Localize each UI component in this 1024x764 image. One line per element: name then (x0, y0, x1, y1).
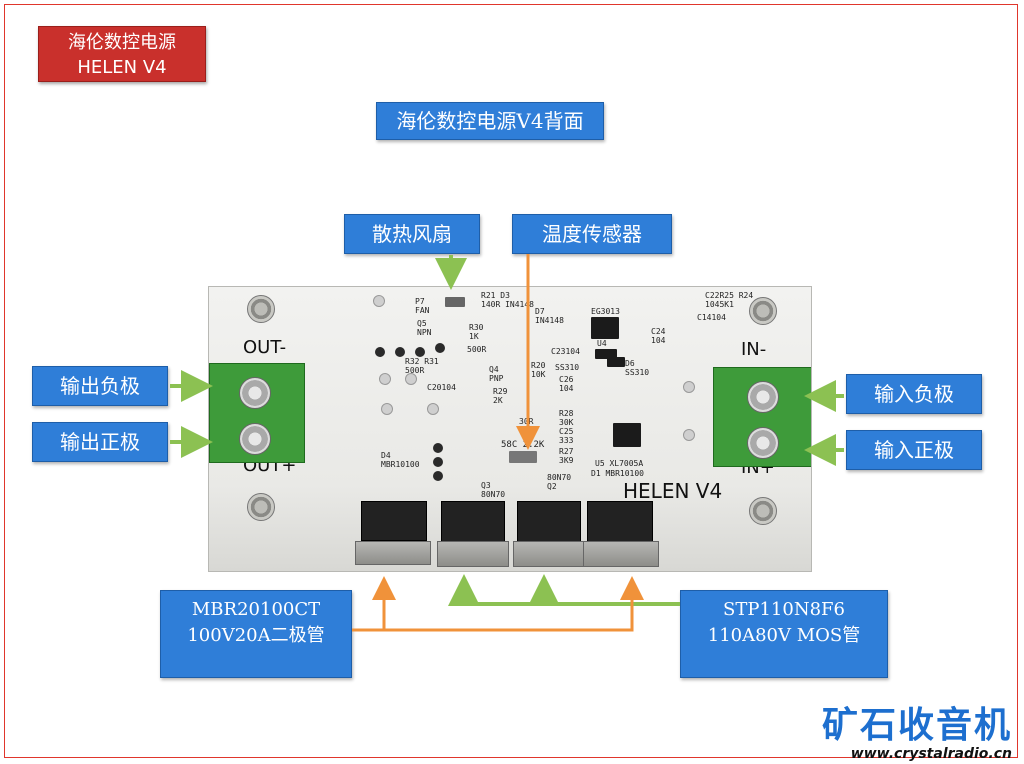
mosfet-part-number: STP110N8F6 (723, 599, 845, 620)
silk-q5: Q5 NPN (417, 319, 432, 337)
pad (683, 381, 695, 393)
subtitle-box: 海伦数控电源V4背面 (376, 102, 604, 140)
ss310-diode (595, 349, 617, 359)
mounting-hole-bottom-right (749, 497, 777, 525)
silk-r58: 58C 2.2K (501, 440, 545, 450)
crystalradio-logo: 矿石收音机 www.crystalradio.cn (821, 705, 1012, 763)
pad (427, 403, 439, 415)
mounting-hole-top-left (247, 295, 275, 323)
sensor-connector (509, 451, 537, 463)
logo-text: 矿石收音机 (821, 705, 1012, 746)
diode-part-number: MBR20100CT (191, 599, 321, 620)
mosfet-q2-tab (513, 541, 585, 567)
silk-r500: 500R (467, 345, 487, 354)
silk-fan: P7 FAN (415, 297, 430, 315)
pad (683, 429, 695, 441)
mosfet-q3-package (441, 501, 505, 545)
mounting-hole-top-right (749, 297, 777, 325)
via (375, 347, 385, 357)
mosfet-spec: 110A80V MOS管 (707, 625, 861, 646)
silk-r30: R30 1K (469, 323, 484, 341)
pad (379, 373, 391, 385)
out-negative-silk: OUT- (243, 337, 287, 358)
output-positive-callout: 输出正极 (32, 422, 168, 462)
silk-r29: R29 2K (493, 387, 508, 405)
xl7005a-chip (613, 423, 641, 447)
output-negative-callout: 输出负极 (32, 366, 168, 406)
via (435, 343, 445, 353)
silk-r20: R20 10K (531, 361, 546, 379)
silk-r32: R32 R31 500R (405, 357, 439, 375)
silk-c26: C26 104 (559, 375, 574, 393)
via (433, 471, 443, 481)
gate-driver-chip (591, 317, 619, 339)
mounting-hole-bottom-left (247, 493, 275, 521)
silk-u4: U4 (597, 339, 607, 348)
output-positive-screw (239, 423, 271, 455)
silk-d1: D1 MBR10100 (591, 469, 644, 478)
silk-q3: Q3 80N70 (481, 481, 506, 499)
output-negative-screw (239, 377, 271, 409)
input-positive-screw (747, 427, 779, 459)
diode-spec: 100V20A二极管 (187, 625, 325, 646)
silk-c24: C24 104 (651, 327, 666, 345)
silk-r21: R21 D3 140R IN4148 (481, 291, 534, 309)
title-badge: 海伦数控电源 HELEN V4 (38, 26, 206, 82)
via (433, 443, 443, 453)
title-line-2: HELEN V4 (77, 57, 167, 78)
silk-c22: C22R25 R24 1045K1 (705, 291, 754, 309)
silk-d4: D4 MBR10100 (381, 451, 420, 469)
mosfet-q3-tab (437, 541, 509, 567)
mosfet-callout: STP110N8F6 110A80V MOS管 (680, 590, 888, 678)
slide-frame (4, 4, 1018, 758)
silk-d7: D7 IN4148 (535, 307, 564, 325)
silk-u5: U5 XL7005A (595, 459, 644, 468)
via (433, 457, 443, 467)
silk-d6: D6 SS310 (625, 359, 650, 377)
input-positive-callout: 输入正极 (846, 430, 982, 470)
title-line-1: 海伦数控电源 (68, 32, 176, 53)
silk-r28: R28 30K C25 333 (559, 409, 574, 445)
via (395, 347, 405, 357)
diode-callout: MBR20100CT 100V20A二极管 (160, 590, 352, 678)
input-negative-callout: 输入负极 (846, 374, 982, 414)
mosfet-q1-tab (583, 541, 659, 567)
brand-silk: HELEN V4 (623, 479, 723, 503)
silk-ss310: SS310 (555, 363, 580, 372)
pad (405, 373, 417, 385)
diode-d4-package (361, 501, 427, 541)
input-negative-screw (747, 381, 779, 413)
silk-r23: 30R R23 (519, 417, 534, 435)
fan-connector (445, 297, 465, 307)
silk-eg3013: EG3013 (591, 307, 620, 316)
pad (381, 403, 393, 415)
in-negative-silk: IN- (741, 339, 767, 360)
mosfet-q2-package (517, 501, 581, 545)
silk-c23104: C23104 (551, 347, 580, 356)
ss310-diode-2 (607, 357, 625, 367)
pad (373, 295, 385, 307)
temp-sensor-callout: 温度传感器 (512, 214, 672, 254)
silk-q4: Q4 PNP (489, 365, 504, 383)
logo-url: www.crystalradio.cn (850, 746, 1012, 762)
silk-c14104: C14104 (697, 313, 726, 322)
fan-callout: 散热风扇 (344, 214, 480, 254)
pcb-photo: OUT- OUT+ IN- IN+ HELEN V4 P7 FAN R21 D3… (208, 286, 812, 572)
via (415, 347, 425, 357)
silk-r27: R27 3K9 (559, 447, 574, 465)
diode-d4-tab (355, 541, 431, 565)
silk-q2: 80N70 Q2 (547, 473, 572, 491)
mosfet-q1-package (587, 501, 653, 545)
silk-c20104: C20104 (427, 383, 456, 392)
